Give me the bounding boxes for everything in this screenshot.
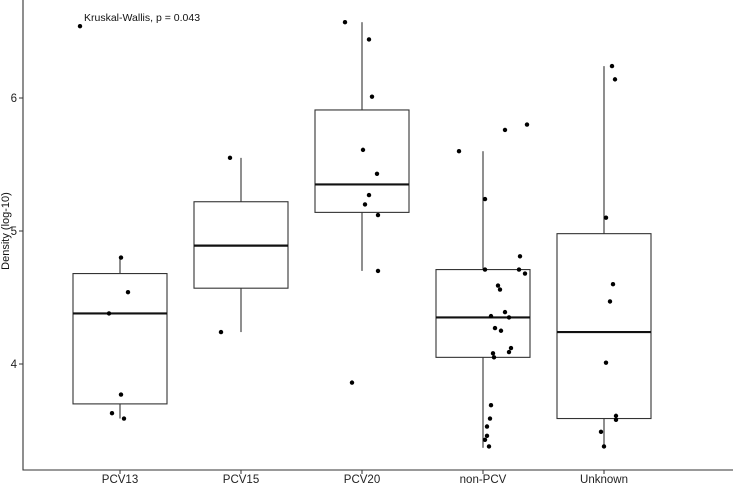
data-point	[366, 192, 372, 198]
data-point	[109, 411, 115, 416]
points-layer	[77, 19, 619, 449]
data-point	[601, 444, 607, 449]
data-point	[374, 171, 380, 177]
data-point	[603, 215, 609, 220]
data-point	[497, 287, 503, 292]
data-point	[506, 315, 512, 320]
data-point	[488, 313, 494, 319]
data-point	[456, 149, 462, 154]
kruskal-wallis-annotation: Kruskal-Wallis, p = 0.043	[84, 12, 200, 24]
iqr-box	[72, 273, 168, 405]
x-tick-label: non-PCV	[460, 474, 507, 483]
data-point	[482, 267, 488, 272]
data-point	[524, 122, 530, 127]
data-point	[598, 429, 604, 435]
data-point	[366, 37, 372, 42]
data-point	[508, 345, 514, 351]
data-point	[488, 403, 494, 408]
data-point	[484, 433, 490, 439]
data-point	[603, 360, 609, 365]
data-point	[375, 268, 381, 274]
data-point	[375, 212, 381, 218]
data-point	[610, 282, 616, 287]
data-point	[369, 94, 375, 99]
data-point	[482, 437, 488, 443]
data-point	[516, 267, 522, 272]
data-point	[349, 380, 355, 385]
x-tick-label: PCV20	[344, 474, 380, 483]
data-point	[613, 413, 619, 419]
y-tick-label: 5	[11, 226, 17, 238]
y-axis-title: Density (log-10)	[0, 192, 12, 270]
data-point	[490, 351, 496, 356]
iqr-box	[435, 269, 531, 358]
data-point	[482, 196, 488, 202]
box-non-pcv	[435, 151, 531, 448]
box-unknown	[556, 66, 652, 448]
y-tick-label: 4	[11, 359, 18, 371]
data-point	[613, 417, 619, 423]
data-point	[342, 19, 348, 25]
x-tick-label: PCV15	[223, 474, 259, 483]
data-point	[77, 23, 83, 29]
iqr-box	[314, 109, 410, 213]
data-point	[517, 254, 523, 259]
data-point	[498, 328, 504, 333]
data-point	[125, 289, 131, 295]
data-point	[106, 311, 112, 316]
y-ticks: 4 5 6	[11, 93, 23, 371]
x-ticks: PCV13 PCV15 PCV20 non-PCV Unknown	[102, 470, 628, 483]
box-pcv15	[193, 157, 289, 333]
data-point	[227, 155, 233, 161]
data-point	[502, 127, 508, 133]
box-pcv20	[314, 22, 410, 271]
data-point	[486, 444, 492, 449]
data-point	[506, 349, 512, 355]
data-point	[118, 392, 124, 397]
data-point	[487, 416, 493, 421]
data-point	[495, 283, 501, 288]
axes-layer	[22, 0, 733, 471]
iqr-box	[556, 233, 652, 420]
data-point	[607, 299, 613, 304]
data-point	[218, 329, 224, 335]
x-tick-label: Unknown	[580, 474, 628, 483]
data-point	[492, 325, 498, 331]
box-pcv13	[72, 257, 168, 419]
data-point	[612, 77, 618, 82]
data-point	[522, 271, 528, 276]
data-point	[360, 147, 366, 153]
boxes-layer	[72, 22, 652, 448]
data-point	[491, 355, 497, 360]
data-point	[362, 202, 368, 207]
y-tick-label: 6	[11, 93, 17, 105]
data-point	[502, 309, 508, 315]
data-point	[118, 255, 124, 260]
data-point	[121, 416, 127, 421]
data-point	[484, 424, 490, 429]
x-tick-label: PCV13	[102, 474, 138, 483]
data-point	[609, 63, 615, 69]
